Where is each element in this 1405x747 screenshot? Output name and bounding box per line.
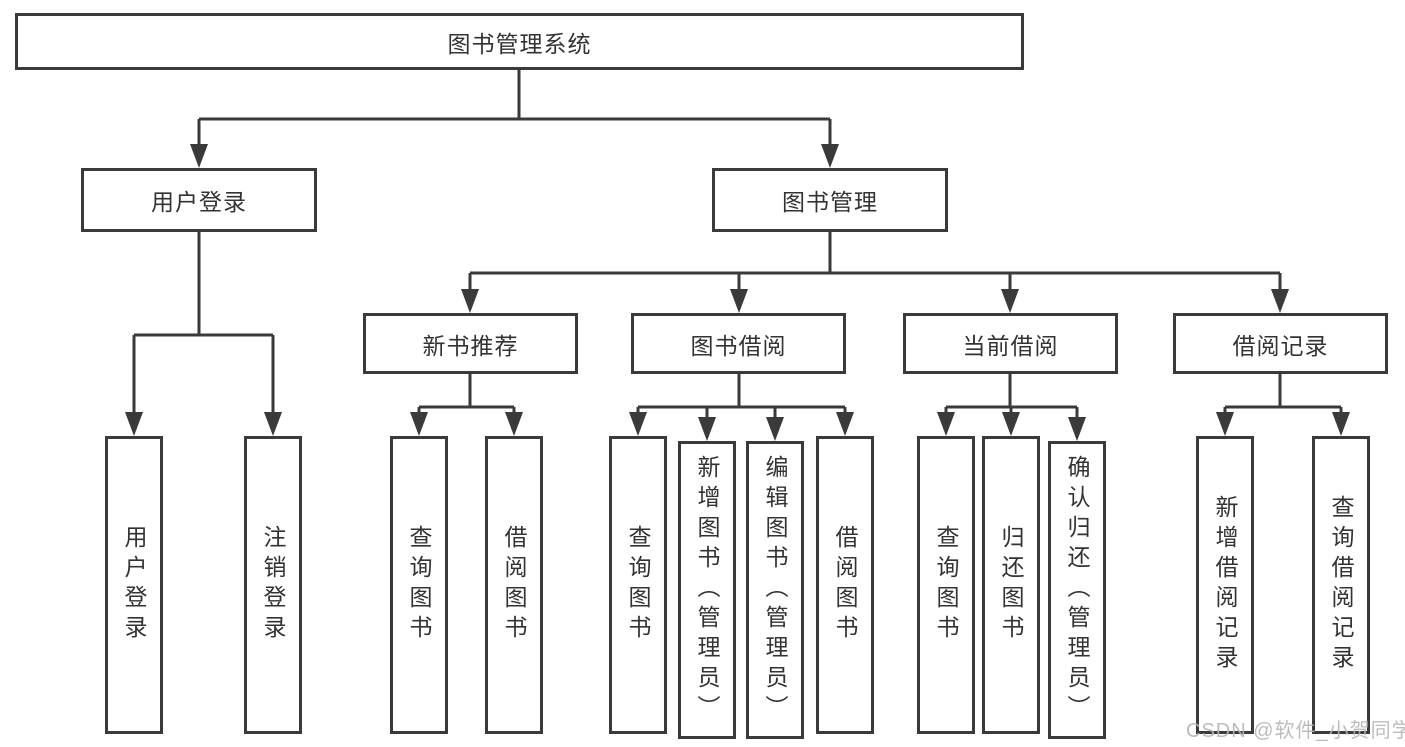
leaf-query-borrow-record-label: 查询借阅记录 xyxy=(1328,495,1354,675)
leaf-add-borrow-record-label: 新增借阅记录 xyxy=(1212,495,1238,675)
leaf-add-books-admin: 新增图书（管理员） xyxy=(678,441,736,739)
leaf-recommend-query-books-label: 查询图书 xyxy=(406,525,432,645)
node-new-book-recommend-label: 新书推荐 xyxy=(422,332,519,359)
arrowhead-icons xyxy=(125,144,1350,441)
leaf-user-login: 用户登录 xyxy=(105,436,163,734)
leaf-recommend-borrow-books-label: 借阅图书 xyxy=(501,525,527,645)
leaf-confirm-return-admin-label: 确认归还（管理员） xyxy=(1064,455,1090,725)
node-user-login: 用户登录 xyxy=(81,168,317,232)
leaf-add-books-admin-label: 新增图书（管理员） xyxy=(694,455,720,725)
node-current-borrowing: 当前借阅 xyxy=(903,313,1118,374)
node-book-borrowing: 图书借阅 xyxy=(631,313,846,374)
node-borrowing-records: 借阅记录 xyxy=(1173,313,1388,374)
node-root: 图书管理系统 xyxy=(15,13,1024,70)
leaf-borrowing-borrow-books: 借阅图书 xyxy=(816,436,874,734)
leaf-return-books: 归还图书 xyxy=(982,436,1040,734)
leaf-logout-label: 注销登录 xyxy=(260,525,286,645)
node-user-login-label: 用户登录 xyxy=(151,189,247,215)
node-book-management-label: 图书管理 xyxy=(782,189,878,215)
leaf-current-query-books: 查询图书 xyxy=(917,436,975,734)
leaf-edit-books-admin: 编辑图书（管理员） xyxy=(746,441,804,739)
leaf-current-query-books-label: 查询图书 xyxy=(933,525,959,645)
node-root-label: 图书管理系统 xyxy=(447,30,592,57)
leaf-return-books-label: 归还图书 xyxy=(998,525,1024,645)
leaf-confirm-return-admin: 确认归还（管理员） xyxy=(1048,441,1106,739)
leaf-query-borrow-record: 查询借阅记录 xyxy=(1312,436,1370,734)
node-book-management: 图书管理 xyxy=(712,168,948,232)
leaf-recommend-borrow-books: 借阅图书 xyxy=(485,436,543,734)
node-borrowing-records-label: 借阅记录 xyxy=(1232,332,1329,359)
leaf-logout: 注销登录 xyxy=(244,436,302,734)
leaf-user-login-label: 用户登录 xyxy=(121,525,147,645)
leaf-borrowing-borrow-books-label: 借阅图书 xyxy=(832,525,858,645)
leaf-edit-books-admin-label: 编辑图书（管理员） xyxy=(762,455,788,725)
leaf-borrowing-query-books: 查询图书 xyxy=(609,436,667,734)
node-new-book-recommend: 新书推荐 xyxy=(363,313,578,374)
node-current-borrowing-label: 当前借阅 xyxy=(962,332,1059,359)
leaf-recommend-query-books: 查询图书 xyxy=(390,436,448,734)
csdn-watermark: CSDN @软件_小贺同学 xyxy=(1186,720,1405,742)
leaf-borrowing-query-books-label: 查询图书 xyxy=(625,525,651,645)
leaf-add-borrow-record: 新增借阅记录 xyxy=(1196,436,1254,734)
node-book-borrowing-label: 图书借阅 xyxy=(690,332,787,359)
